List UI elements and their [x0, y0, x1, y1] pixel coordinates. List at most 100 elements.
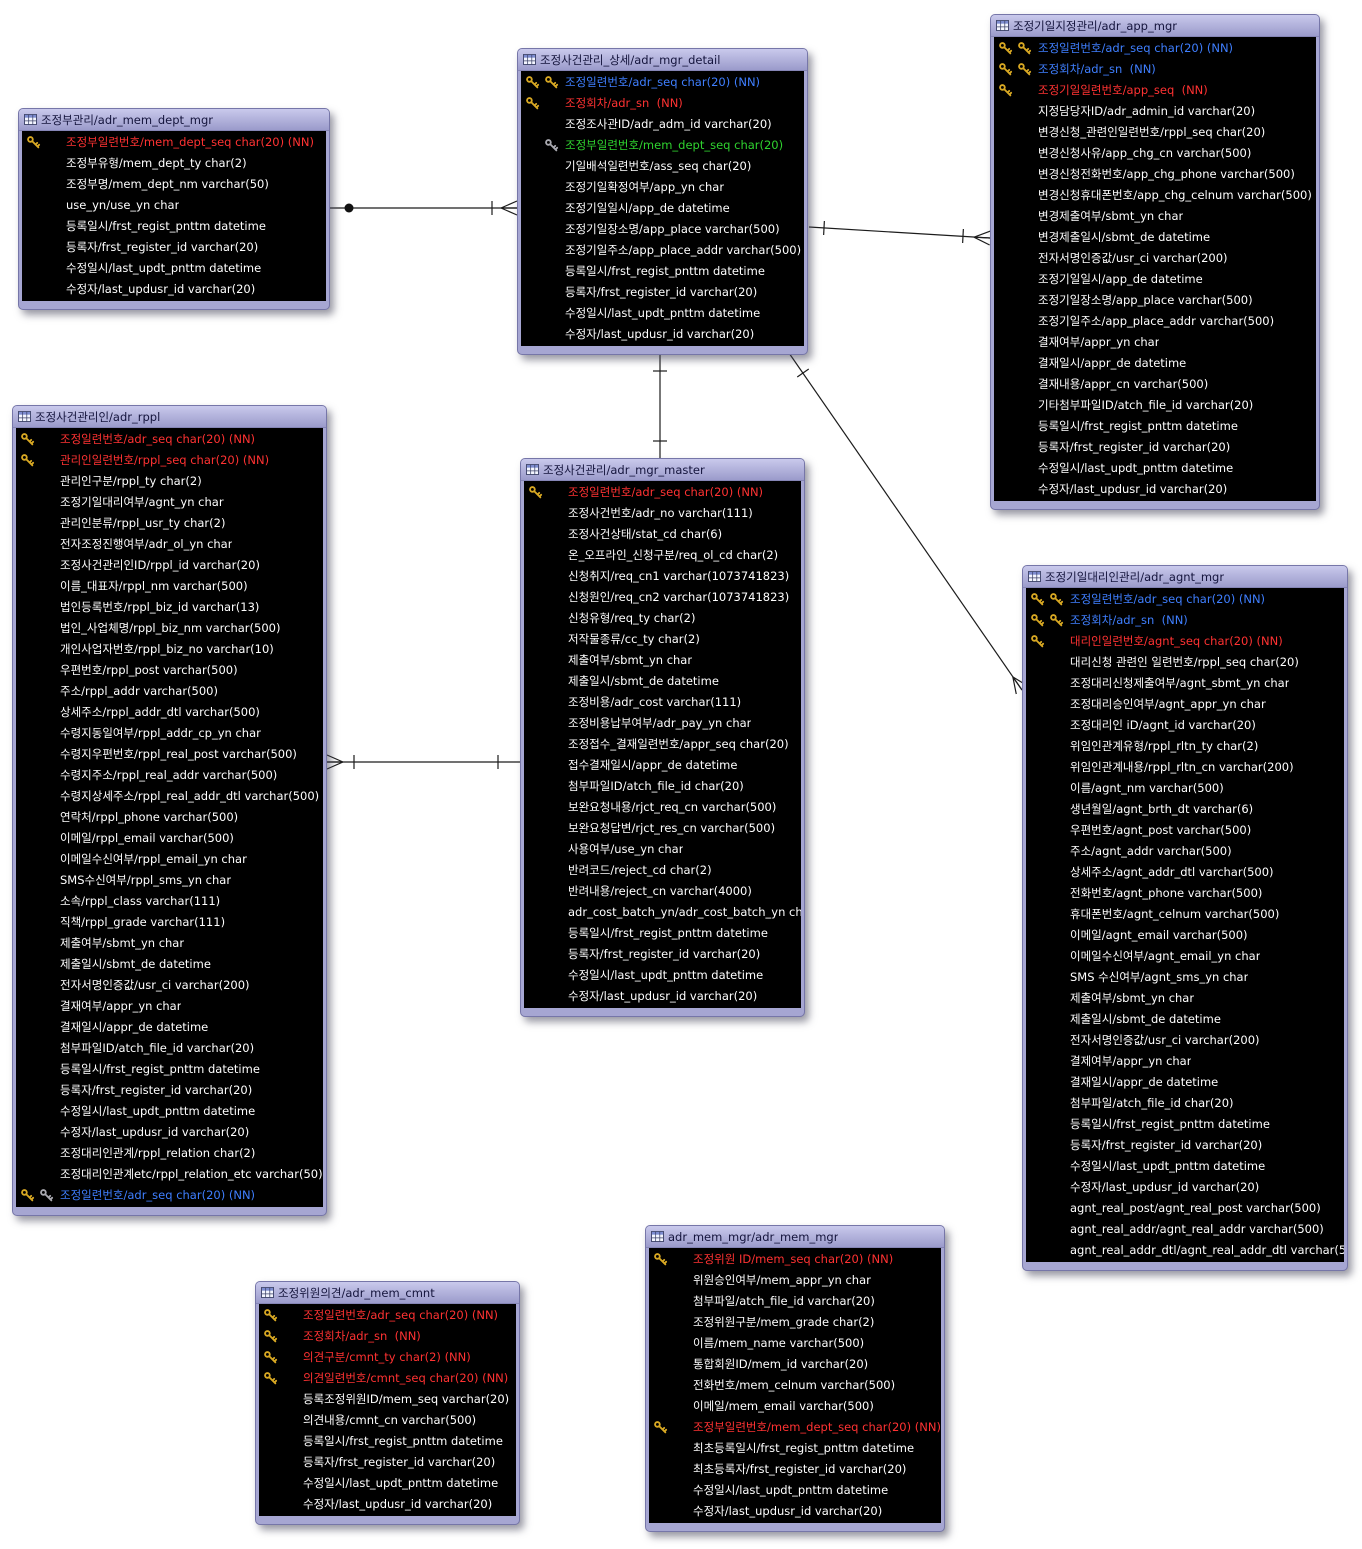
- field-row[interactable]: 신청취지/req_cn1 varchar(1073741823): [524, 566, 801, 587]
- field-row[interactable]: 조정기일확정여부/app_yn char: [521, 177, 804, 198]
- field-row[interactable]: 조정일련번호/adr_seq char(20) (NN): [521, 72, 804, 93]
- field-row[interactable]: 첨부파일/atch_file_id char(20): [1026, 1093, 1344, 1114]
- field-row[interactable]: 조정사건상태/stat_cd char(6): [524, 524, 801, 545]
- field-row[interactable]: 등록일시/frst_regist_pnttm datetime: [16, 1059, 323, 1080]
- field-row[interactable]: 보완요청내용/rjct_req_cn varchar(500): [524, 797, 801, 818]
- field-row[interactable]: 등록자/frst_register_id varchar(20): [994, 437, 1316, 458]
- field-row[interactable]: 연락처/rppl_phone varchar(500): [16, 807, 323, 828]
- field-row[interactable]: 수정일시/last_updt_pnttm datetime: [994, 458, 1316, 479]
- field-row[interactable]: 조정일련번호/adr_seq char(20) (NN): [259, 1305, 516, 1326]
- field-row[interactable]: 조정기일장소명/app_place varchar(500): [994, 290, 1316, 311]
- field-row[interactable]: 조정기일주소/app_place_addr varchar(500): [521, 240, 804, 261]
- field-row[interactable]: 결재여부/appr_yn char: [994, 332, 1316, 353]
- field-row[interactable]: 변경제출여부/sbmt_yn char: [994, 206, 1316, 227]
- field-row[interactable]: 전화번호/agnt_phone varchar(500): [1026, 883, 1344, 904]
- field-row[interactable]: 직책/rppl_grade varchar(111): [16, 912, 323, 933]
- field-row[interactable]: 제출여부/sbmt_yn char: [16, 933, 323, 954]
- field-row[interactable]: 수정자/last_updusr_id varchar(20): [22, 279, 326, 300]
- field-row[interactable]: 기타첨부파일ID/atch_file_id varchar(20): [994, 395, 1316, 416]
- field-row[interactable]: 수정자/last_updusr_id varchar(20): [16, 1122, 323, 1143]
- field-row[interactable]: 변경신청전화번호/app_chg_phone varchar(500): [994, 164, 1316, 185]
- field-row[interactable]: 사용여부/use_yn char: [524, 839, 801, 860]
- field-row[interactable]: SMS 수신여부/agnt_sms_yn char: [1026, 967, 1344, 988]
- field-row[interactable]: 법인등록번호/rppl_biz_id varchar(13): [16, 597, 323, 618]
- field-row[interactable]: 전화번호/mem_celnum varchar(500): [649, 1375, 941, 1396]
- field-row[interactable]: 전자서명인증값/usr_ci varchar(200): [994, 248, 1316, 269]
- field-row[interactable]: 우편번호/agnt_post varchar(500): [1026, 820, 1344, 841]
- field-row[interactable]: 제출일시/sbmt_de datetime: [1026, 1009, 1344, 1030]
- field-row[interactable]: 조정사건번호/adr_no varchar(111): [524, 503, 801, 524]
- field-row[interactable]: 휴대폰번호/agnt_celnum varchar(500): [1026, 904, 1344, 925]
- field-row[interactable]: 조정회차/adr_sn (NN): [521, 93, 804, 114]
- field-row[interactable]: 조정비용납부여부/adr_pay_yn char: [524, 713, 801, 734]
- field-row[interactable]: 조정대리인관계/rppl_relation char(2): [16, 1143, 323, 1164]
- field-row[interactable]: 전자조정진행여부/adr_ol_yn char: [16, 534, 323, 555]
- field-row[interactable]: 이름_대표자/rppl_nm varchar(500): [16, 576, 323, 597]
- field-row[interactable]: 조정기일대리여부/agnt_yn char: [16, 492, 323, 513]
- field-row[interactable]: 결재일시/appr_de datetime: [16, 1017, 323, 1038]
- field-row[interactable]: 이메일수신여부/agnt_email_yn char: [1026, 946, 1344, 967]
- table-header[interactable]: adr_mem_mgr/adr_mem_mgr: [646, 1226, 944, 1248]
- field-row[interactable]: 조정일련번호/adr_seq char(20) (NN): [16, 429, 323, 450]
- field-row[interactable]: 수령지동일여부/rppl_addr_cp_yn char: [16, 723, 323, 744]
- field-row[interactable]: 등록자/frst_register_id varchar(20): [1026, 1135, 1344, 1156]
- field-row[interactable]: 수정일시/last_updt_pnttm datetime: [259, 1473, 516, 1494]
- field-row[interactable]: 결재여부/appr_yn char: [16, 996, 323, 1017]
- field-row[interactable]: 결재내용/appr_cn varchar(500): [994, 374, 1316, 395]
- field-row[interactable]: 제출여부/sbmt_yn char: [524, 650, 801, 671]
- field-row[interactable]: 주소/agnt_addr varchar(500): [1026, 841, 1344, 862]
- field-row[interactable]: 조정비용/adr_cost varchar(111): [524, 692, 801, 713]
- field-row[interactable]: 조정회차/adr_sn (NN): [1026, 610, 1344, 631]
- field-row[interactable]: 등록자/frst_register_id varchar(20): [521, 282, 804, 303]
- field-row[interactable]: 신청유형/req_ty char(2): [524, 608, 801, 629]
- field-row[interactable]: 제출일시/sbmt_de datetime: [524, 671, 801, 692]
- field-row[interactable]: 수정일시/last_updt_pnttm datetime: [22, 258, 326, 279]
- field-row[interactable]: agnt_real_addr_dtl/agnt_real_addr_dtl va…: [1026, 1240, 1344, 1261]
- field-row[interactable]: 수정자/last_updusr_id varchar(20): [521, 324, 804, 345]
- field-row[interactable]: 수정자/last_updusr_id varchar(20): [994, 479, 1316, 500]
- field-row[interactable]: 개인사업자번호/rppl_biz_no varchar(10): [16, 639, 323, 660]
- table-header[interactable]: 조정기일대리인관리/adr_agnt_mgr: [1023, 566, 1347, 588]
- field-row[interactable]: 이름/mem_name varchar(500): [649, 1333, 941, 1354]
- field-row[interactable]: 수령지우편번호/rppl_real_post varchar(500): [16, 744, 323, 765]
- field-row[interactable]: 결재일시/appr_de datetime: [1026, 1072, 1344, 1093]
- field-row[interactable]: 이메일/rppl_email varchar(500): [16, 828, 323, 849]
- field-row[interactable]: 수정일시/last_updt_pnttm datetime: [16, 1101, 323, 1122]
- field-row[interactable]: 수정일시/last_updt_pnttm datetime: [524, 965, 801, 986]
- field-row[interactable]: 조정부유형/mem_dept_ty char(2): [22, 153, 326, 174]
- field-row[interactable]: 이름/agnt_nm varchar(500): [1026, 778, 1344, 799]
- field-row[interactable]: adr_cost_batch_yn/adr_cost_batch_yn char: [524, 902, 801, 923]
- field-row[interactable]: 관리인구분/rppl_ty char(2): [16, 471, 323, 492]
- field-row[interactable]: 조정회차/adr_sn (NN): [994, 59, 1316, 80]
- field-row[interactable]: 등록자/frst_register_id varchar(20): [22, 237, 326, 258]
- field-row[interactable]: 최초등록일시/frst_regist_pnttm datetime: [649, 1438, 941, 1459]
- field-row[interactable]: 주소/rppl_addr varchar(500): [16, 681, 323, 702]
- field-row[interactable]: 조정대리신청제출여부/agnt_sbmt_yn char: [1026, 673, 1344, 694]
- field-row[interactable]: 기일배석일련번호/ass_seq char(20): [521, 156, 804, 177]
- field-row[interactable]: 대리인일련번호/agnt_seq char(20) (NN): [1026, 631, 1344, 652]
- field-row[interactable]: 수정일시/last_updt_pnttm datetime: [1026, 1156, 1344, 1177]
- field-row[interactable]: 결제여부/appr_yn char: [1026, 1051, 1344, 1072]
- field-row[interactable]: 조정대리승인여부/agnt_appr_yn char: [1026, 694, 1344, 715]
- field-row[interactable]: 조정일련번호/adr_seq char(20) (NN): [524, 482, 801, 503]
- field-row[interactable]: 수정자/last_updusr_id varchar(20): [1026, 1177, 1344, 1198]
- field-row[interactable]: 수정일시/last_updt_pnttm datetime: [649, 1480, 941, 1501]
- field-row[interactable]: 반려코드/reject_cd char(2): [524, 860, 801, 881]
- field-row[interactable]: 통합회원ID/mem_id varchar(20): [649, 1354, 941, 1375]
- field-row[interactable]: 위임인관계내용/rppl_rltn_cn varchar(200): [1026, 757, 1344, 778]
- field-row[interactable]: 등록자/frst_register_id varchar(20): [16, 1080, 323, 1101]
- field-row[interactable]: 조정부명/mem_dept_nm varchar(50): [22, 174, 326, 195]
- field-row[interactable]: 최초등록자/frst_register_id varchar(20): [649, 1459, 941, 1480]
- field-row[interactable]: 등록조정위원ID/mem_seq varchar(20): [259, 1389, 516, 1410]
- field-row[interactable]: 조정부일련번호/mem_dept_seq char(20) (NN): [649, 1417, 941, 1438]
- field-row[interactable]: 조정접수_결재일련번호/appr_seq char(20): [524, 734, 801, 755]
- field-row[interactable]: 전자서명인증값/usr_ci varchar(200): [16, 975, 323, 996]
- field-row[interactable]: SMS수신여부/rppl_sms_yn char: [16, 870, 323, 891]
- field-row[interactable]: 등록일시/frst_regist_pnttm datetime: [524, 923, 801, 944]
- field-row[interactable]: 보완요청답변/rjct_res_cn varchar(500): [524, 818, 801, 839]
- field-row[interactable]: 수정자/last_updusr_id varchar(20): [524, 986, 801, 1007]
- field-row[interactable]: 조정일련번호/adr_seq char(20) (NN): [1026, 589, 1344, 610]
- field-row[interactable]: 조정기일일련번호/app_seq (NN): [994, 80, 1316, 101]
- field-row[interactable]: 이메일/mem_email varchar(500): [649, 1396, 941, 1417]
- field-row[interactable]: agnt_real_post/agnt_real_post varchar(50…: [1026, 1198, 1344, 1219]
